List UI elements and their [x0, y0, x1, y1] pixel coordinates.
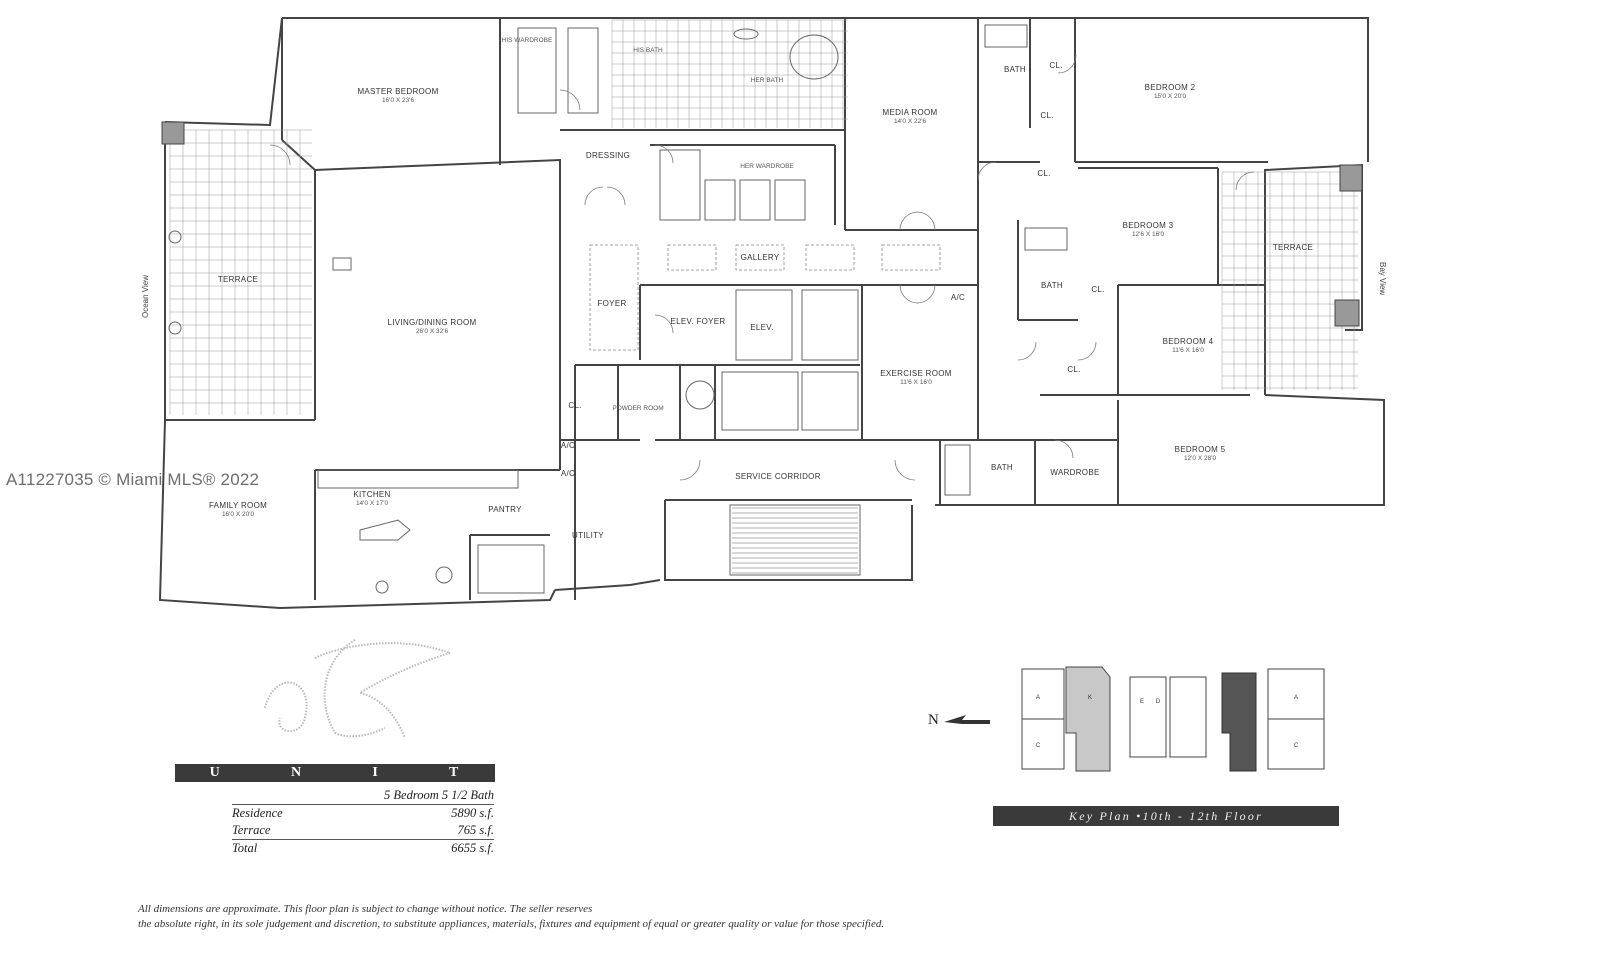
room-bedroom-2: BEDROOM 2	[1145, 83, 1196, 92]
key-unit-label: E	[1140, 699, 1144, 705]
key-plan-title: Key Plan •10th - 12th Floor	[993, 806, 1339, 826]
room-bedroom-4: BEDROOM 4	[1163, 337, 1214, 346]
unit-k-script-logo	[264, 639, 451, 739]
key-plan-diagram: A K C E D A C	[1021, 666, 1325, 772]
north-arrow-icon	[944, 715, 990, 724]
room-service-corridor: SERVICE CORRIDOR	[735, 472, 821, 481]
room-a-c: A/C	[561, 441, 575, 450]
room-closet: CL.	[1091, 285, 1104, 294]
room-bath-bedroom-2: BATH	[1004, 65, 1026, 74]
terrace-west-grid	[169, 129, 312, 415]
room-terrace-east: TERRACE	[1273, 243, 1313, 252]
column	[161, 121, 185, 145]
room-pantry: PANTRY	[488, 505, 522, 514]
room-powder-room: POWDER ROOM	[612, 405, 663, 412]
area-value: 765 s.f.	[457, 823, 494, 837]
room-kitchen: KITCHEN	[353, 490, 390, 499]
room-bedroom-3-dims: 12'6 X 16'0	[1132, 231, 1165, 238]
room-family-room-dims: 16'0 X 20'0	[222, 511, 255, 518]
terrace-east-grid	[1221, 171, 1358, 390]
ocean-view-label: Ocean View	[141, 275, 150, 318]
room-bedroom-3: BEDROOM 3	[1123, 221, 1174, 230]
unit-summary-row: 5 Bedroom 5 1/2 Bath	[232, 787, 494, 805]
area-value: 6655 s.f.	[451, 841, 494, 855]
room-gallery: GALLERY	[741, 253, 780, 262]
unit-banner: U N I T	[175, 764, 495, 782]
room-media-room: MEDIA ROOM	[882, 108, 937, 117]
room-bedroom-5: BEDROOM 5	[1175, 445, 1226, 454]
column	[1334, 299, 1360, 327]
room-elevator: ELEV.	[750, 323, 773, 332]
room-media-room-dims: 14'0 X 22'6	[894, 118, 927, 125]
area-value: 5890 s.f.	[451, 806, 494, 820]
room-his-bath: HIS BATH	[633, 47, 663, 54]
key-unit-label: A	[1294, 695, 1298, 701]
area-row: Terrace 765 s.f.	[232, 822, 494, 840]
unit-letter: I	[372, 765, 380, 780]
area-label: Residence	[232, 806, 283, 820]
room-utility: UTILITY	[572, 531, 604, 540]
door-swings	[269, 54, 1255, 481]
room-a-c: A/C	[561, 469, 575, 478]
room-closet: CL.	[1067, 365, 1080, 374]
room-family-room: FAMILY ROOM	[209, 501, 267, 510]
unit-letter: U	[209, 765, 222, 780]
room-terrace-west: TERRACE	[218, 275, 258, 284]
room-dressing: DRESSING	[586, 151, 630, 160]
room-master-bedroom: MASTER BEDROOM	[357, 87, 438, 96]
unit-summary: 5 Bedroom 5 1/2 Bath	[384, 788, 494, 802]
area-label: Total	[232, 841, 258, 855]
key-unit-label: A	[1036, 695, 1040, 701]
key-unit-label: K	[1088, 695, 1092, 701]
area-label: Terrace	[232, 823, 271, 837]
room-bedroom-2-dims: 15'0 X 20'0	[1154, 93, 1187, 100]
mls-watermark: A11227035 © Miami MLS® 2022	[6, 470, 260, 489]
room-bedroom-4-dims: 11'6 X 16'0	[1172, 347, 1204, 354]
room-his-wardrobe: HIS WARDROBE	[502, 37, 553, 44]
room-living-dining-dims: 26'0 X 32'6	[416, 328, 449, 335]
room-bath-bedroom-3: BATH	[1041, 281, 1063, 290]
room-closet: CL.	[1037, 169, 1050, 178]
room-bedroom-5-dims: 12'0 X 28'0	[1184, 455, 1217, 462]
north-label: N	[928, 712, 939, 728]
stairwell	[732, 507, 858, 574]
unit-area-table: 5 Bedroom 5 1/2 Bath Residence 5890 s.f.…	[232, 787, 494, 857]
key-unit-label: C	[1036, 743, 1041, 749]
room-foyer: FOYER	[597, 299, 626, 308]
room-a-c: A/C	[951, 293, 965, 302]
key-unit-label: D	[1156, 699, 1161, 705]
room-kitchen-dims: 14'0 X 17'0	[356, 500, 389, 507]
disclaimer-line: the absolute right, in its sole judgemen…	[138, 918, 885, 930]
bay-view-label: Bay View	[1378, 262, 1387, 295]
room-closet: CL.	[1049, 61, 1062, 70]
room-closet: CL.	[568, 401, 581, 410]
bath-tile-grid	[611, 19, 848, 128]
room-master-bedroom-dims: 16'0 X 23'6	[382, 97, 415, 104]
fixtures	[168, 24, 1068, 594]
room-her-wardrobe: HER WARDROBE	[740, 163, 794, 170]
building-walls	[158, 17, 1385, 610]
unit-letter: T	[449, 765, 461, 780]
room-exercise-room: EXERCISE ROOM	[880, 369, 952, 378]
column	[1339, 164, 1363, 192]
room-living-dining: LIVING/DINING ROOM	[388, 318, 477, 327]
disclaimer-line: All dimensions are approximate. This flo…	[138, 903, 593, 915]
key-unit-label: C	[1294, 743, 1299, 749]
room-exercise-room-dims: 11'6 X 16'0	[900, 379, 932, 386]
disclaimer: All dimensions are approximate. This flo…	[138, 902, 1038, 932]
area-row: Residence 5890 s.f.	[232, 805, 494, 822]
room-wardrobe: WARDROBE	[1050, 468, 1099, 477]
room-labels: MASTER BEDROOM 16'0 X 23'6 HIS WARDROBE …	[141, 37, 1387, 540]
room-elevator-foyer: ELEV. FOYER	[670, 317, 725, 326]
area-row: Total 6655 s.f.	[232, 840, 494, 857]
unit-letter: N	[290, 765, 304, 780]
room-closet: CL.	[1040, 111, 1053, 120]
room-bath-bedroom-5: BATH	[991, 463, 1013, 472]
room-her-bath: HER BATH	[751, 77, 784, 84]
